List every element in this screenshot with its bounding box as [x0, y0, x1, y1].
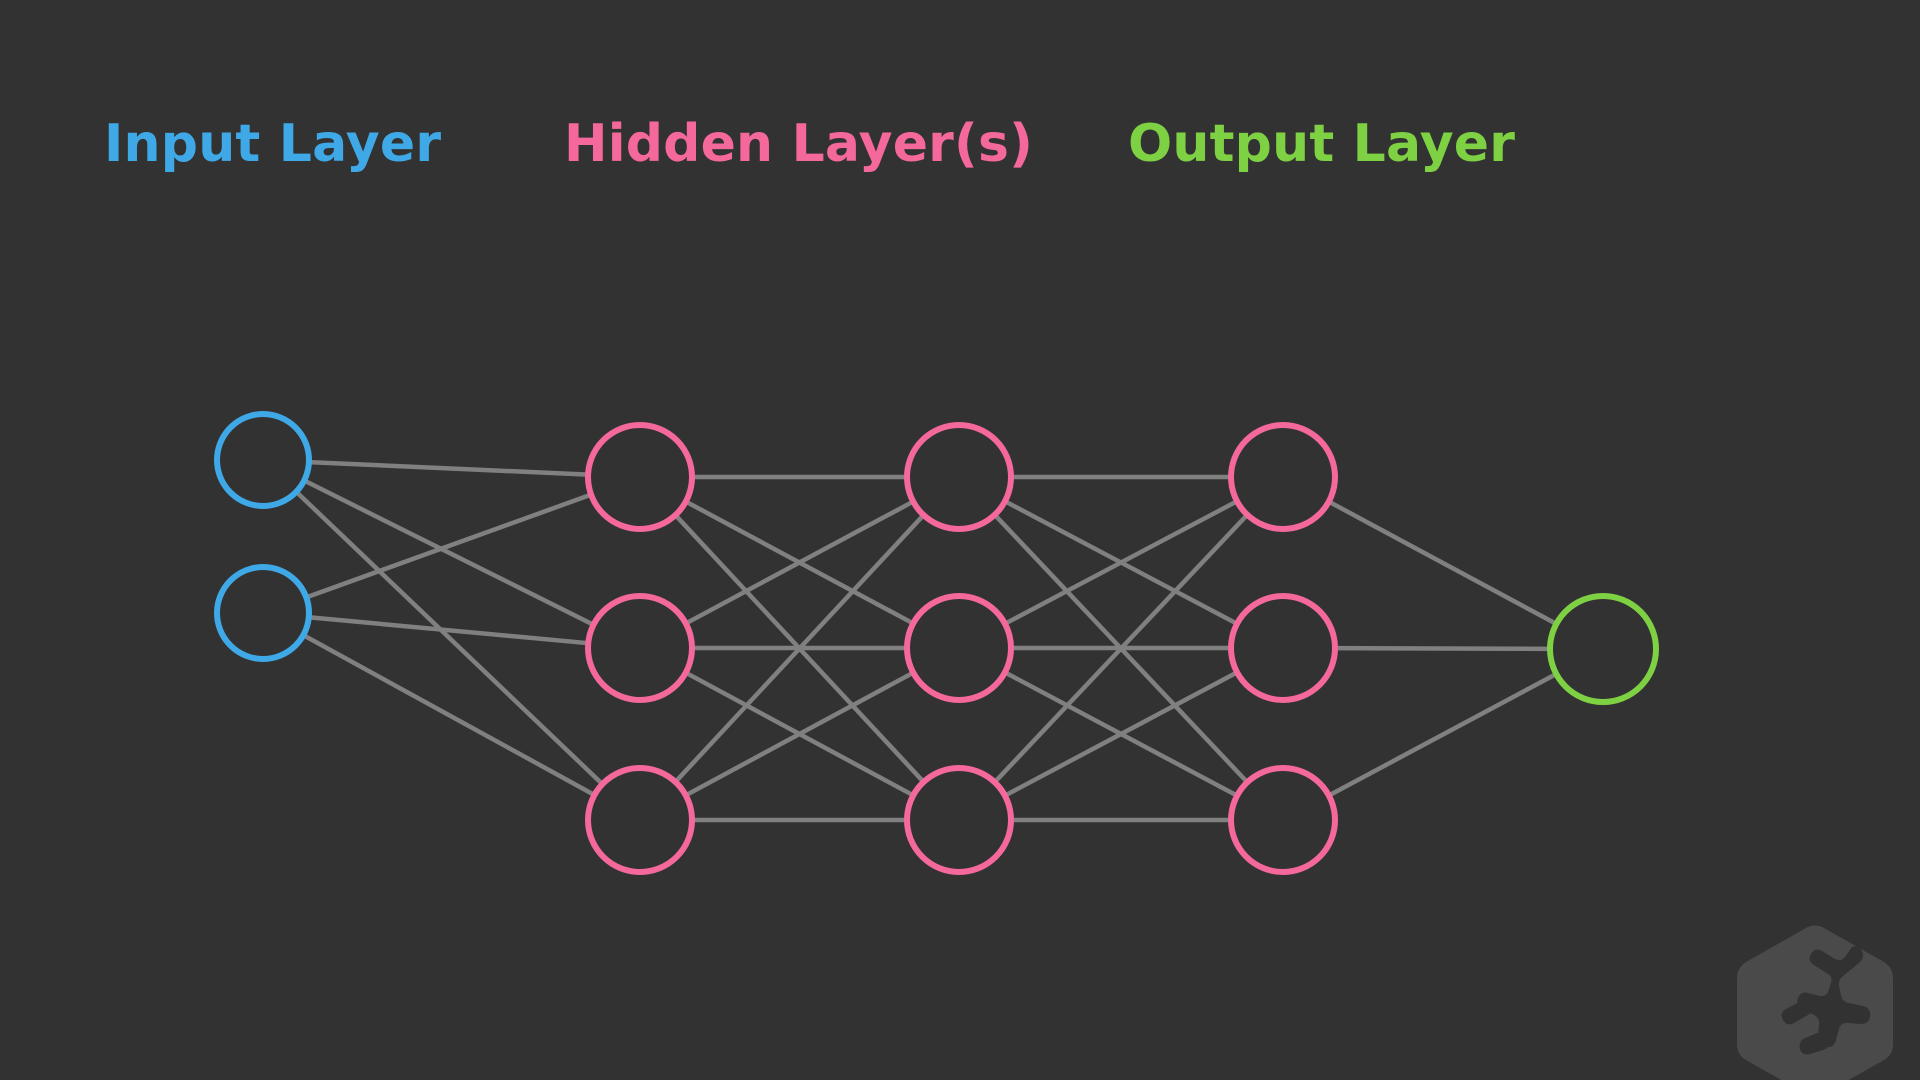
layer-label-output: Output Layer [1128, 114, 1516, 174]
connection-edge [306, 615, 591, 646]
network-node-h1a[interactable] [585, 422, 695, 532]
treehouse-logo-watermark [1737, 925, 1893, 1080]
connection-edge [1002, 499, 1240, 626]
connection-edges [294, 459, 1559, 823]
network-nodes [214, 411, 1659, 875]
network-node-h2c[interactable] [904, 765, 1014, 875]
connection-edge [1002, 670, 1240, 798]
connection-edge [683, 670, 916, 798]
network-node-h1c[interactable] [585, 765, 695, 875]
network-node-h1b[interactable] [585, 593, 695, 703]
connection-edge [306, 459, 591, 477]
network-node-h3a[interactable] [1228, 422, 1338, 532]
connection-edge [1332, 645, 1553, 652]
connection-edge [992, 512, 1250, 785]
network-node-h2b[interactable] [904, 593, 1014, 703]
network-node-i1[interactable] [214, 411, 312, 509]
connection-edge [301, 632, 597, 798]
network-node-o1[interactable] [1547, 593, 1659, 705]
layer-label-hidden: Hidden Layer(s) [564, 114, 1034, 174]
connection-edge [683, 499, 916, 626]
connection-edge [294, 489, 605, 787]
connection-edge [1326, 499, 1559, 627]
network-node-i2[interactable] [214, 564, 312, 662]
network-node-h3c[interactable] [1228, 765, 1338, 875]
connection-edge [1326, 671, 1559, 798]
connection-edge [304, 492, 594, 600]
network-node-h3b[interactable] [1228, 593, 1338, 703]
network-node-h2a[interactable] [904, 422, 1014, 532]
connection-edge [301, 478, 596, 628]
watermark-gecko-icon [1781, 946, 1871, 1055]
layer-label-input: Input Layer [104, 114, 442, 174]
connection-edge [673, 512, 926, 785]
